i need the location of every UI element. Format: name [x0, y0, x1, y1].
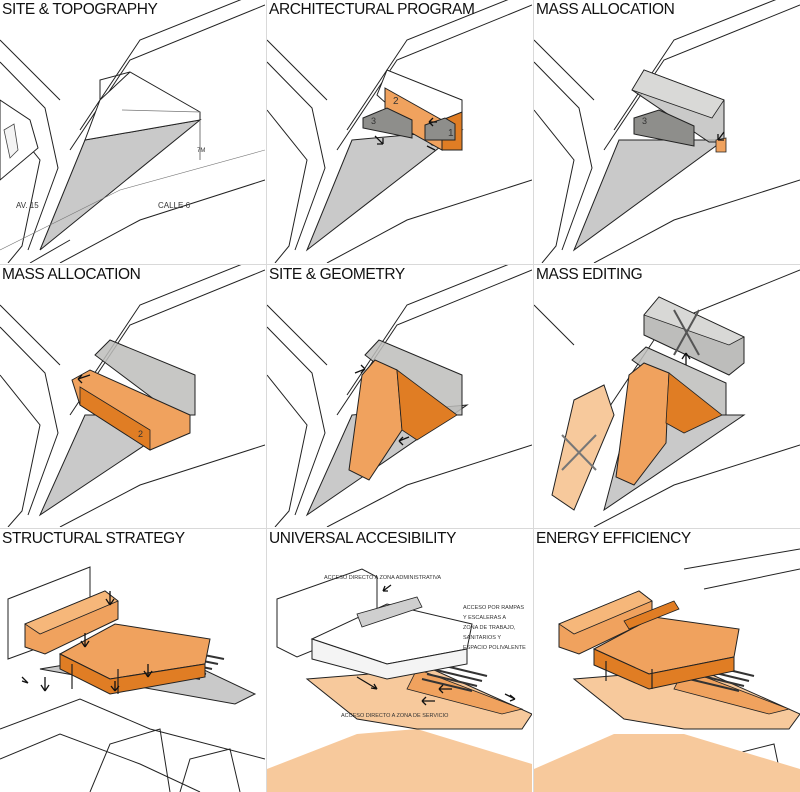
panel-title: SITE & TOPOGRAPHY [2, 1, 158, 18]
program-number: 3 [642, 116, 647, 126]
arrow-icon [717, 131, 725, 141]
panel-title: MASS ALLOCATION [536, 1, 675, 18]
structure-drawing [0, 566, 265, 792]
remove-x-icon [673, 309, 700, 356]
arrow-icon [77, 374, 91, 384]
program-number: 1 [448, 128, 454, 139]
panel-site-geometry: SITE & GEOMETRY [267, 265, 532, 527]
ramp-label-line: Y ESCALERAS A [463, 615, 506, 621]
grid-divider [0, 528, 800, 529]
mass-drawing: 3 [534, 0, 800, 263]
panel-title: STRUCTURAL STRATEGY [2, 530, 185, 547]
grid-divider [266, 0, 267, 792]
arrow-icon [354, 364, 410, 446]
height-label: 7M [197, 148, 205, 154]
panel-title: MASS EDITING [536, 266, 643, 283]
admin-access-label: ACCESO DIRECTO A ZONA ADMINISTRATIVA [324, 575, 441, 581]
panel-structural-strategy: STRUCTURAL STRATEGY [0, 529, 265, 792]
panel-universal-accesibility: UNIVERSAL ACCESIBILITY ACCESO DIRECTO A … [267, 529, 532, 792]
accessibility-drawing: ACCESO DIRECTO A ZONA ADMINISTRATIVA ACC… [267, 568, 532, 792]
grid-divider [0, 264, 800, 265]
panel-title: ARCHITECTURAL PROGRAM [269, 1, 475, 18]
panel-title: MASS ALLOCATION [2, 266, 141, 283]
ramp-label-line: SANITARIOS Y [463, 635, 501, 641]
ramp-label-line: ZONA DE TRABAJO, [463, 625, 516, 631]
panel-mass-allocation: MASS ALLOCATION 3 [534, 0, 800, 263]
panel-mass-allocation-2: MASS ALLOCATION 2 [0, 265, 265, 527]
panel-title: UNIVERSAL ACCESIBILITY [269, 530, 457, 547]
grid-divider [533, 0, 534, 792]
ramp-label-line: ESPACIO POLIVALENTE [463, 645, 526, 651]
panel-energy-efficiency: ENERGY EFFICIENCY [534, 529, 800, 792]
service-access-label: ACCESO DIRECTO A ZONA DE SERVICIO [341, 713, 449, 719]
panel-architectural-program: ARCHITECTURAL PROGRAM 2 1 3 [267, 0, 532, 263]
street-label: CALLE 6 [158, 201, 191, 210]
program-number: 3 [371, 116, 376, 126]
mass-drawing-2: 2 [0, 265, 265, 527]
program-drawing: 2 1 3 [267, 0, 532, 263]
ramp-access-label: ACCESO POR RAMPAS Y ESCALERAS A ZONA DE … [463, 605, 526, 651]
ramp-label-line: ACCESO POR RAMPAS [463, 605, 524, 611]
panel-title: SITE & GEOMETRY [269, 266, 405, 283]
energy-drawing [534, 548, 800, 792]
geometry-drawing [267, 265, 532, 527]
arrow-down-icon [21, 591, 153, 692]
panel-mass-editing: MASS EDITING [534, 265, 800, 527]
panel-title: ENERGY EFFICIENCY [536, 530, 691, 547]
avenue-label: AV. 15 [16, 201, 39, 210]
site-drawing: 7M AV. 15 CALLE 6 [0, 0, 265, 263]
panel-site-topography: SITE & TOPOGRAPHY 7M AV. 15 CALLE 6 [0, 0, 265, 263]
arrow-icon [356, 584, 516, 706]
remove-x-icon [561, 434, 597, 471]
program-number: 2 [393, 96, 399, 107]
editing-drawing [534, 269, 800, 527]
arrow-icon [374, 117, 437, 151]
arrow-up-icon [681, 352, 691, 365]
program-number: 2 [138, 429, 143, 439]
